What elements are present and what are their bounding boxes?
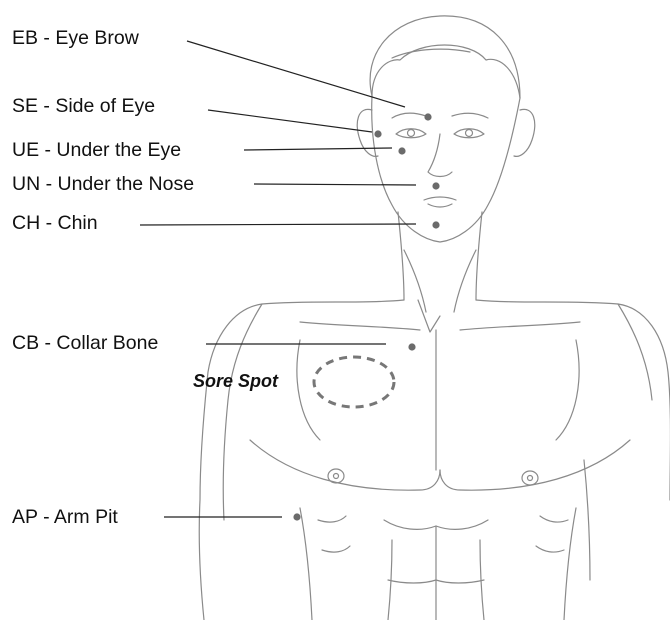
ch-leader-line [140,224,416,225]
eb-point [424,113,431,120]
un-leader-line [254,184,416,185]
ue-point [398,147,405,154]
sore-spot-circle [314,357,394,407]
ch-point [432,221,439,228]
label-eye-brow: EB - Eye Brow [12,29,139,49]
label-side-of-eye: SE - Side of Eye [12,97,155,117]
sore-spot-label: Sore Spot [193,371,278,392]
cb-point [408,343,415,350]
label-chin: CH - Chin [12,214,98,234]
label-collar-bone: CB - Collar Bone [12,334,158,354]
label-under-the-eye: UE - Under the Eye [12,141,181,161]
un-point [432,182,439,189]
ap-point [293,513,300,520]
label-arm-pit: AP - Arm Pit [12,508,118,528]
leader-lines [140,41,416,517]
label-under-the-nose: UN - Under the Nose [12,175,194,195]
se-point [374,130,381,137]
se-leader-line [208,110,372,132]
tapping-points [293,113,439,520]
eb-leader-line [187,41,405,107]
ue-leader-line [244,148,392,150]
body-outline [199,16,670,620]
